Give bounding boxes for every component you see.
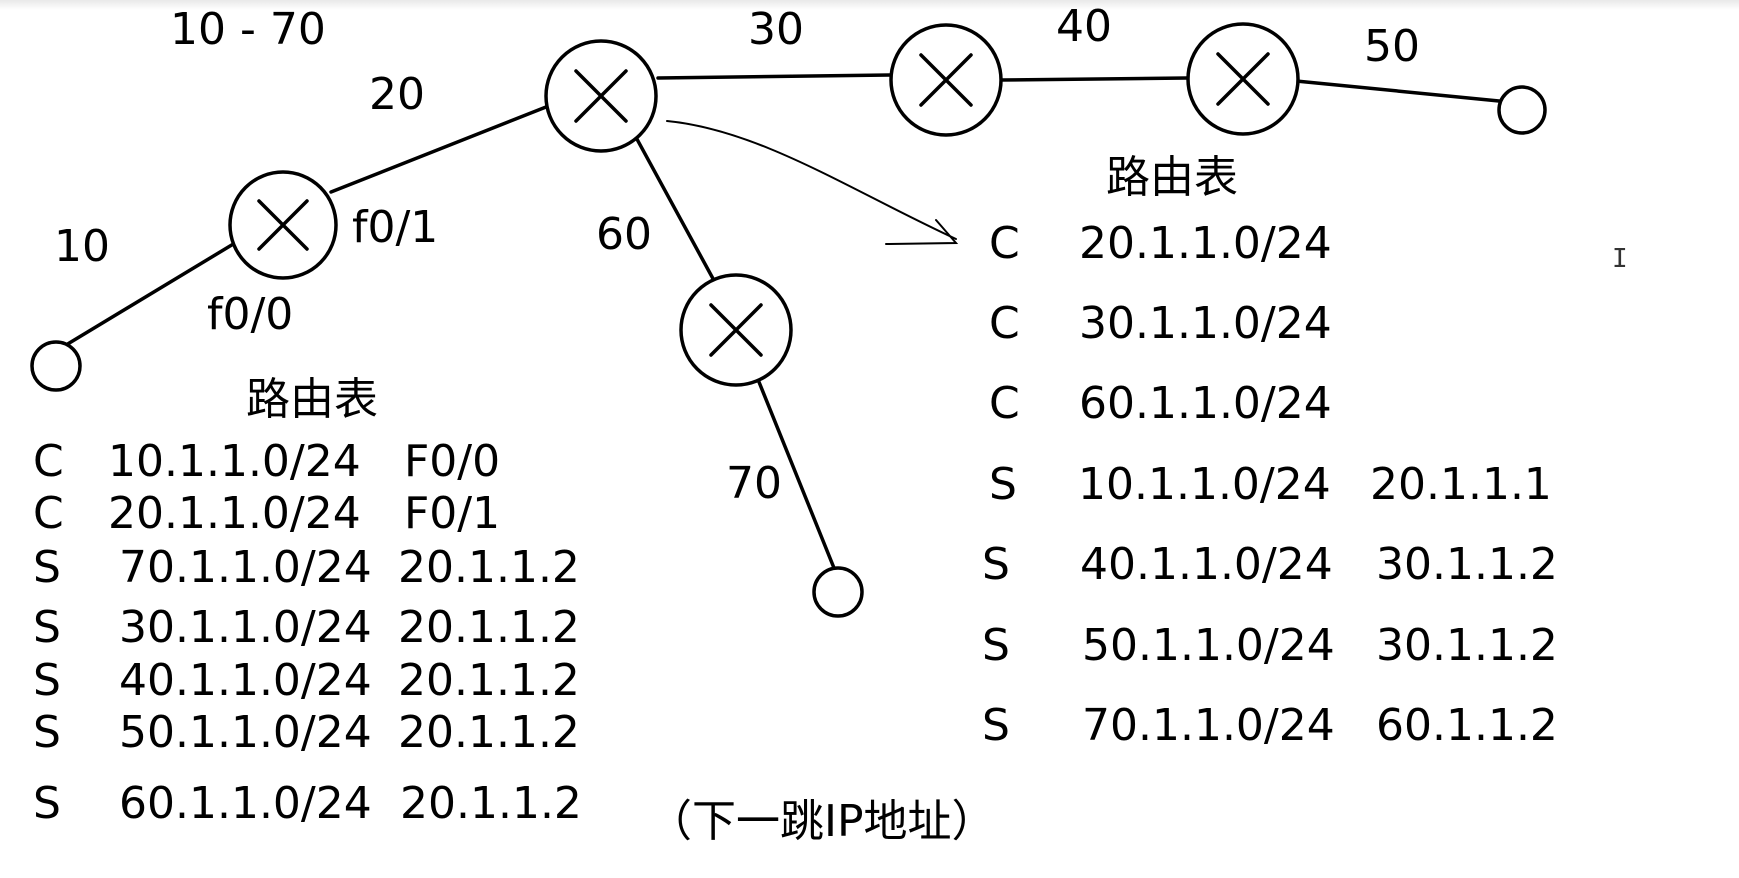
left-row-via: 20.1.1.2 [398, 655, 580, 706]
left-row-type: C [33, 436, 64, 487]
text-cursor-icon: I [1612, 244, 1628, 274]
left-row-network: 50.1.1.0/24 [119, 707, 372, 758]
label-link-40: 40 [1056, 1, 1112, 52]
right-row-network: 50.1.1.0/24 [1082, 620, 1335, 671]
left-row-type: S [33, 602, 61, 653]
left-row-type: S [33, 542, 61, 593]
right-row-network: 60.1.1.0/24 [1079, 378, 1332, 429]
router-r3-icon [889, 23, 1003, 137]
right-row-via: 30.1.1.2 [1376, 620, 1558, 671]
label-link-10: 10 [54, 221, 110, 272]
left-row-via: 20.1.1.2 [398, 602, 580, 653]
right-row-network: 20.1.1.0/24 [1079, 218, 1332, 269]
left-row-network: 60.1.1.0/24 [119, 778, 372, 829]
left-routing-table-title: 路由表 [246, 374, 378, 425]
left-row-via: 20.1.1.2 [400, 778, 582, 829]
right-row-via: 20.1.1.1 [1370, 459, 1552, 510]
right-row-network: 70.1.1.0/24 [1082, 700, 1335, 751]
label-link-70: 70 [726, 458, 782, 509]
left-row-via: F0/0 [404, 436, 501, 487]
right-row-network: 40.1.1.0/24 [1080, 539, 1333, 590]
label-iface-f01: f0/1 [352, 202, 439, 253]
right-row-via: 30.1.1.2 [1376, 539, 1558, 590]
link-20 [329, 105, 548, 194]
left-row-network: 70.1.1.0/24 [119, 542, 372, 593]
label-range: 10 - 70 [170, 4, 326, 55]
next-hop-note: （下一跳IP地址） [648, 796, 996, 847]
left-row-via: 20.1.1.2 [398, 542, 580, 593]
label-iface-f00: f0/0 [207, 289, 294, 340]
label-link-60: 60 [596, 209, 652, 260]
right-row-via: 60.1.1.2 [1376, 700, 1558, 751]
right-row-network: 10.1.1.0/24 [1078, 459, 1331, 510]
left-row-network: 30.1.1.0/24 [119, 602, 372, 653]
host-left-icon [30, 340, 82, 392]
link-30 [656, 73, 893, 80]
right-row-type: S [982, 620, 1010, 671]
host-top-right-icon [1497, 85, 1547, 135]
left-row-via: 20.1.1.2 [398, 707, 580, 758]
right-row-type: S [982, 539, 1010, 590]
router-r1-icon [228, 170, 338, 280]
left-row-via: F0/1 [404, 488, 501, 539]
link-70 [757, 380, 836, 570]
link-40 [999, 76, 1189, 82]
left-row-network: 20.1.1.0/24 [108, 488, 361, 539]
left-row-type: C [33, 488, 64, 539]
left-row-type: S [33, 655, 61, 706]
link-10 [64, 241, 237, 347]
host-bottom-icon [812, 566, 864, 618]
label-link-30: 30 [748, 4, 804, 55]
right-row-network: 30.1.1.0/24 [1079, 298, 1332, 349]
right-row-type: C [989, 218, 1020, 269]
left-row-network: 40.1.1.0/24 [119, 655, 372, 706]
left-row-network: 10.1.1.0/24 [108, 436, 361, 487]
pointer-arrow [666, 120, 959, 245]
right-row-type: S [989, 459, 1017, 510]
right-row-type: S [982, 700, 1010, 751]
label-link-20: 20 [369, 69, 425, 120]
right-routing-table-title: 路由表 [1106, 152, 1238, 203]
right-row-type: C [989, 298, 1020, 349]
left-row-type: S [33, 707, 61, 758]
router-r4-icon [1186, 22, 1300, 136]
right-row-type: C [989, 378, 1020, 429]
left-row-type: S [33, 778, 61, 829]
router-r5-icon [679, 273, 793, 387]
label-link-50: 50 [1364, 21, 1420, 72]
window-top-edge [0, 0, 1739, 10]
router-r2-icon [544, 39, 658, 153]
link-50 [1294, 79, 1501, 103]
link-60 [630, 128, 719, 288]
